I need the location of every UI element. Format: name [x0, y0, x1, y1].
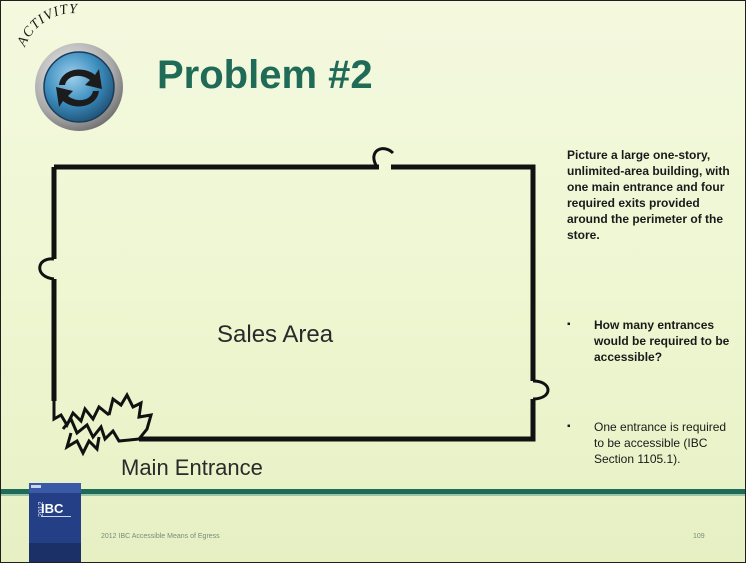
page-number: 109 [693, 533, 705, 540]
activity-badge: ACTIVITY [14, 2, 123, 131]
cycle-arrows-icon [56, 69, 102, 107]
slide-title: Problem #2 [157, 53, 373, 97]
book-year: 2012 [38, 501, 45, 517]
bullet-marker: ▪ [567, 319, 571, 330]
footer-text: 2012 IBC Accessible Means of Egress [101, 533, 220, 540]
main-entrance-doors [52, 391, 154, 457]
intro-text: Picture a large one-story, unlimited-are… [567, 148, 730, 242]
bullet-text: One entrance is required to be accessibl… [594, 420, 727, 466]
exit-door-right [532, 379, 550, 401]
building-outline [51, 164, 536, 442]
footer-band [1, 489, 745, 494]
exit-door-left [38, 257, 55, 281]
bullet-marker: ▪ [567, 421, 571, 432]
sales-area-label: Sales Area [217, 321, 334, 348]
ibc-book-cover: 2012 IBC [29, 483, 81, 562]
bullet-text: How many entrances would be required to … [594, 318, 730, 364]
footer-band-accent [1, 494, 745, 496]
bullet-answer: ▪ One entrance is required to be accessi… [567, 419, 737, 467]
book-label: IBC [41, 501, 64, 516]
bullet-question: ▪ How many entrances would be required t… [567, 317, 737, 365]
main-entrance-label: Main Entrance [121, 455, 263, 480]
exit-door-top [372, 147, 395, 168]
